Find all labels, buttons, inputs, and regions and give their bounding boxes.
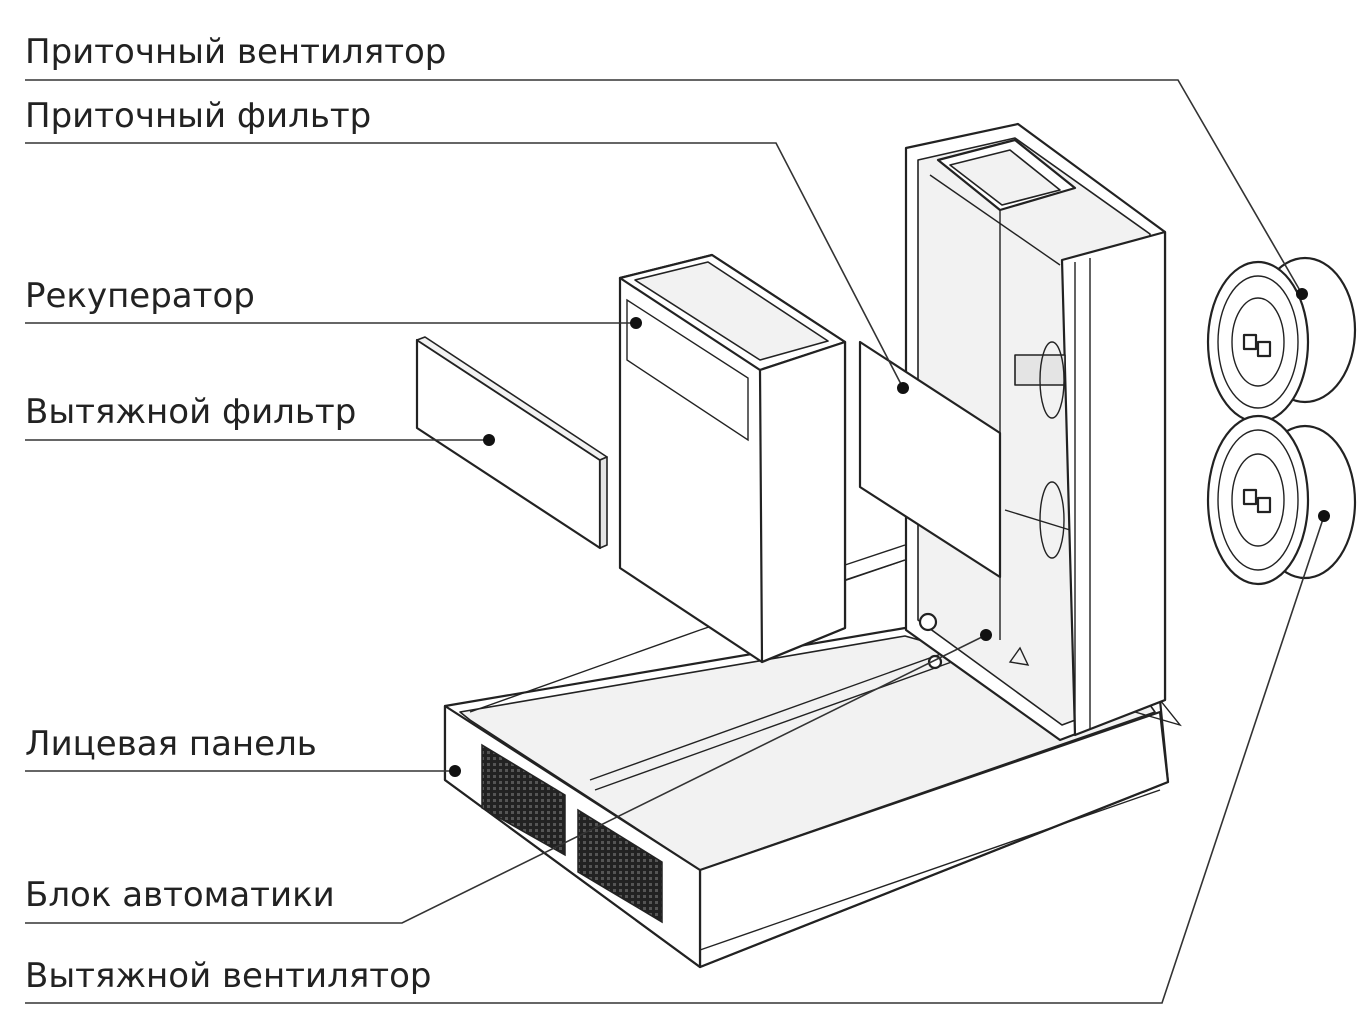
marker-recuperator: [630, 317, 642, 329]
labels: Приточный вентилятор Приточный фильтр Ре…: [25, 32, 446, 996]
label-exhaust-filter: Вытяжной фильтр: [25, 392, 356, 432]
marker-supply-fan: [1296, 288, 1308, 300]
leader-exhaust-fan: [25, 515, 1325, 1004]
vertical-housing: [904, 122, 1167, 742]
leader-supply-filter: [25, 142, 904, 389]
exhaust-fan: [1206, 414, 1357, 586]
device-drawing: [415, 122, 1357, 969]
label-recuperator: Рекуператор: [25, 276, 255, 316]
exhaust-filter: [415, 336, 608, 550]
label-exhaust-fan: Вытяжной вентилятор: [25, 956, 431, 996]
label-front-panel: Лицевая панель: [25, 724, 317, 764]
leader-lines: [25, 79, 1330, 1004]
marker-supply-filter: [897, 382, 909, 394]
label-automation-unit: Блок автоматики: [25, 875, 335, 915]
supply-filter: [858, 340, 1002, 579]
leader-automation-unit: [25, 634, 987, 924]
front-panel: [481, 743, 663, 924]
label-supply-filter: Приточный фильтр: [25, 96, 371, 136]
label-supply-fan: Приточный вентилятор: [25, 32, 446, 72]
leader-supply-fan: [25, 79, 1303, 295]
marker-exhaust-fan: [1318, 510, 1330, 522]
marker-front-panel: [449, 765, 461, 777]
marker-exhaust-filter: [483, 434, 495, 446]
marker-automation-unit: [980, 629, 992, 641]
supply-fan: [1206, 256, 1357, 424]
recuperator: [618, 253, 906, 664]
